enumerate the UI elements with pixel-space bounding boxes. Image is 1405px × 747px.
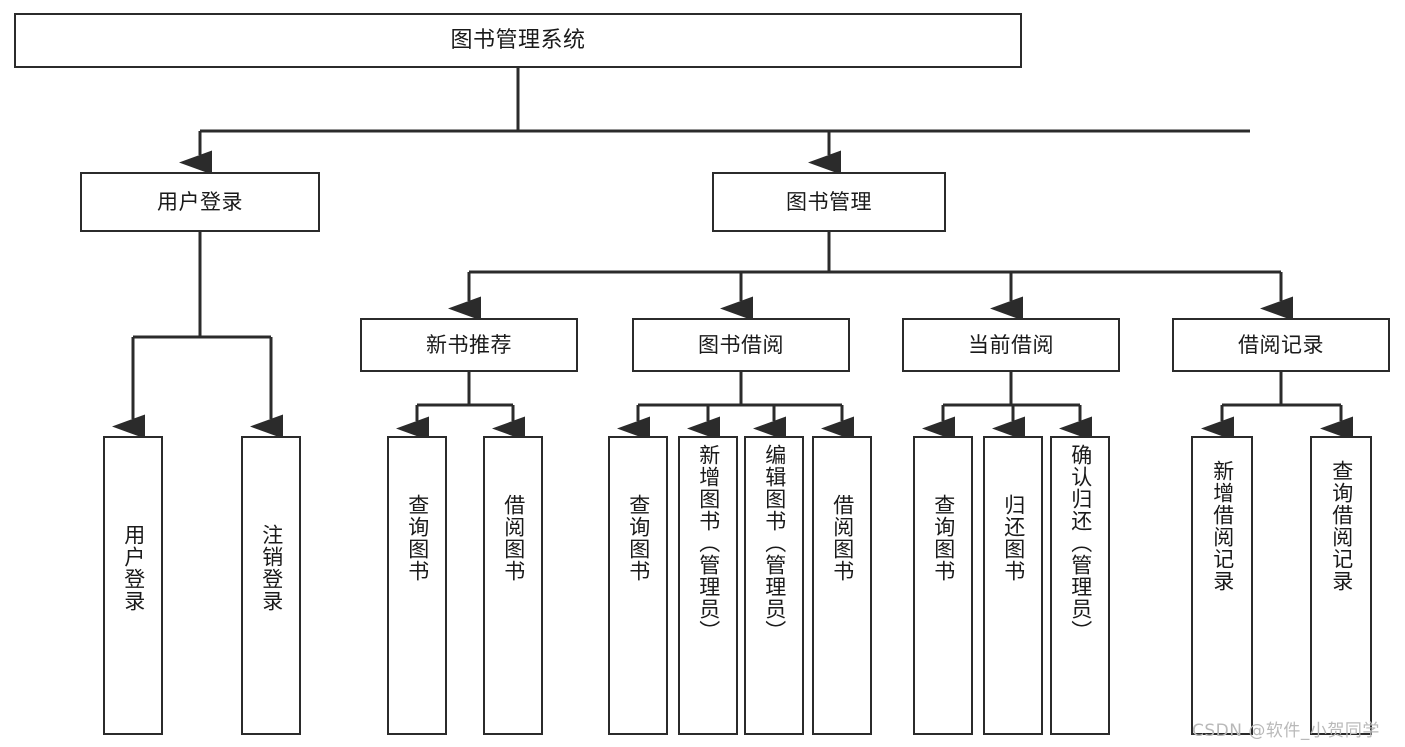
node-user-login[interactable]: 用户登录 [80,172,320,232]
node-label: 查询图书 [931,494,956,582]
node-label: 注销登录 [259,524,284,612]
node-label: 图书借阅 [698,332,784,357]
node-book-manage[interactable]: 图书管理 [712,172,946,232]
node-new-book-recommend[interactable]: 新书推荐 [360,318,578,372]
node-label: 图书管理系统 [450,27,586,53]
node-root-system[interactable]: 图书管理系统 [14,13,1022,68]
node-book-borrow[interactable]: 图书借阅 [632,318,850,372]
node-label: 查询图书 [626,494,651,582]
node-label: 借阅图书 [830,494,855,582]
node-label: 归还图书 [1001,494,1026,582]
node-leaf-logout[interactable]: 注销登录 [241,436,301,735]
node-current-borrow[interactable]: 当前借阅 [902,318,1120,372]
node-label: 用户登录 [157,189,243,214]
node-leaf-borrow-book-recommend[interactable]: 借阅图书 [483,436,543,735]
node-leaf-query-book-current[interactable]: 查询图书 [913,436,973,735]
node-label: 新增借阅记录 [1210,460,1235,592]
node-leaf-confirm-return-admin[interactable]: 确认归还（管理员） [1050,436,1110,735]
node-label: 当前借阅 [968,332,1054,357]
node-leaf-query-book-borrow[interactable]: 查询图书 [608,436,668,735]
node-leaf-return-book[interactable]: 归还图书 [983,436,1043,735]
node-leaf-add-book-admin[interactable]: 新增图书（管理员） [678,436,738,735]
node-leaf-borrow-book[interactable]: 借阅图书 [812,436,872,735]
node-label: 借阅记录 [1238,332,1324,357]
node-label: 用户登录 [121,524,146,612]
node-label: 编辑图书（管理员） [762,444,787,642]
node-label: 新书推荐 [426,332,512,357]
node-label: 图书管理 [786,189,872,214]
csdn-watermark: CSDN @软件_小贺同学 [1192,721,1380,741]
node-leaf-query-book-recommend[interactable]: 查询图书 [387,436,447,735]
node-label: 确认归还（管理员） [1068,444,1093,642]
node-label: 借阅图书 [501,494,526,582]
node-leaf-query-borrow-record[interactable]: 查询借阅记录 [1310,436,1372,735]
node-leaf-edit-book-admin[interactable]: 编辑图书（管理员） [744,436,804,735]
node-label: 查询图书 [405,494,430,582]
node-label: 查询借阅记录 [1329,460,1354,592]
node-label: 新增图书（管理员） [696,444,721,642]
node-leaf-user-login[interactable]: 用户登录 [103,436,163,735]
node-leaf-add-borrow-record[interactable]: 新增借阅记录 [1191,436,1253,735]
node-borrow-record[interactable]: 借阅记录 [1172,318,1390,372]
